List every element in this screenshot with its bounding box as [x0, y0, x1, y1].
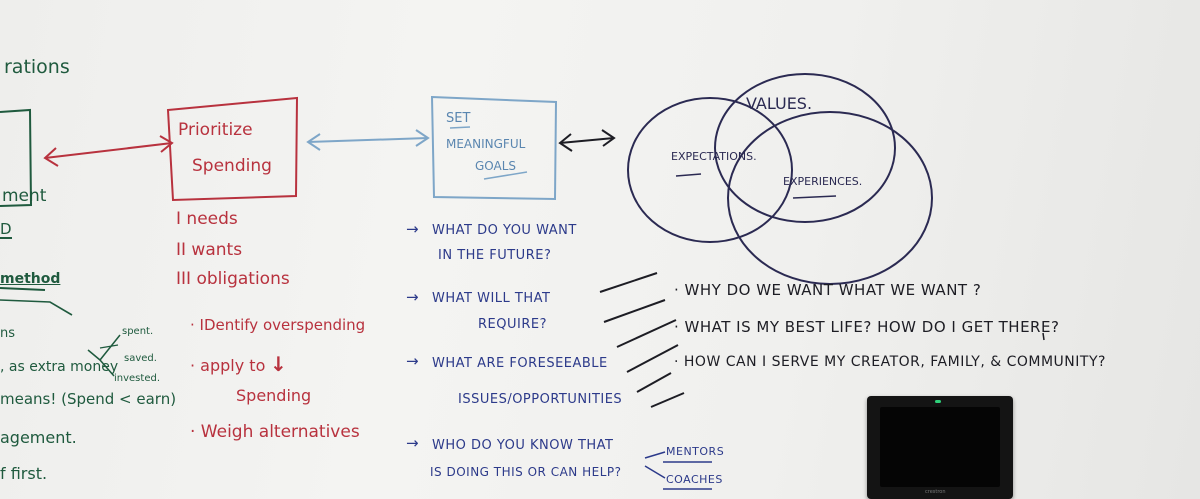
left-method-fragment: method	[0, 271, 61, 287]
goal-question-1-line1: WHAT DO YOU WANT	[432, 223, 577, 238]
goal-question-2-line2: REQUIRE?	[478, 317, 547, 332]
device-brand-label: crestron	[925, 489, 946, 495]
goal-question-3-line1: WHAT ARE FORESEEABLE	[432, 356, 608, 371]
goals-box	[430, 95, 558, 201]
left-saved: saved.	[124, 353, 157, 364]
prioritize-item-wants: II wants	[176, 240, 243, 260]
goal-question-2-line1: WHAT WILL THAT	[432, 291, 551, 306]
left-invested: invested.	[114, 373, 160, 384]
left-partial-box	[0, 108, 33, 207]
goal-question-4-line1: WHO DO YOU KNOW THAT	[432, 438, 614, 453]
goal-question-1-line2: IN THE FUTURE?	[438, 248, 552, 263]
goal-question-3-line2: ISSUES/OPPORTUNITIES	[458, 392, 623, 407]
goal-question-3-arrow: →	[406, 352, 420, 370]
prioritize-apply-line1: · apply to	[190, 356, 266, 375]
venn-circle-values	[714, 73, 896, 223]
black-double-arrow	[559, 137, 615, 144]
goals-box-label-1: SET	[446, 111, 471, 126]
venn-circle-expectations	[627, 97, 793, 243]
right-question-1: · WHY DO WE WANT WHAT WE WANT ?	[674, 281, 982, 299]
right-question-2: · WHAT IS MY BEST LIFE? HOW DO I GET THE…	[674, 318, 1060, 336]
mentors-label: MENTORS	[666, 445, 725, 458]
goals-box-label-2: MEANINGFUL	[446, 137, 526, 151]
prioritize-apply-line2: Spending	[236, 386, 312, 405]
prioritize-box	[166, 96, 299, 202]
prioritize-box-label-2: Spending	[192, 156, 272, 176]
goals-box-label-3: GOALS	[475, 159, 517, 173]
venn-circle-experiences	[727, 111, 933, 285]
wall-touch-panel-icon: crestron	[867, 396, 1013, 499]
goal-question-4-arrow: →	[406, 434, 420, 452]
left-f-first: f first.	[0, 464, 48, 483]
left-line-ns: ns	[0, 326, 16, 341]
goal-question-4-line2: IS DOING THIS OR CAN HELP?	[430, 465, 622, 479]
left-box-fragment: ment	[2, 186, 47, 206]
goal-question-2-arrow: →	[406, 288, 420, 306]
left-means: means! (Spend < earn)	[0, 390, 177, 408]
left-underline-fragment: D	[0, 220, 12, 238]
left-spent: spent.	[122, 326, 154, 337]
right-question-3: · HOW CAN I SERVE MY CREATOR, FAMILY, & …	[674, 354, 1106, 370]
venn-label-experiences: EXPERIENCES.	[783, 175, 863, 188]
coaches-label: COACHES	[666, 473, 723, 486]
prioritize-box-label-1: Prioritize	[178, 120, 253, 140]
goal-question-1-arrow: →	[406, 220, 420, 238]
prioritize-weigh: · Weigh alternatives	[190, 422, 360, 442]
prioritize-item-needs: I needs	[176, 209, 238, 229]
venn-label-values: VALUES.	[746, 94, 813, 113]
prioritize-identify: · IDentify overspending	[190, 316, 366, 334]
touch-panel-screen	[880, 407, 1000, 487]
prioritize-item-obligations: III obligations	[176, 269, 290, 289]
light-blue-double-arrow	[307, 137, 429, 143]
red-double-arrow	[44, 142, 173, 159]
left-title-fragment: rations	[4, 56, 70, 78]
left-agement: agement.	[0, 428, 77, 447]
status-led-icon	[935, 400, 941, 403]
left-line-extra-money: , as extra money	[0, 359, 119, 375]
down-arrow-icon: ↓	[270, 352, 287, 376]
venn-label-expectations: EXPECTATIONS.	[671, 150, 757, 163]
